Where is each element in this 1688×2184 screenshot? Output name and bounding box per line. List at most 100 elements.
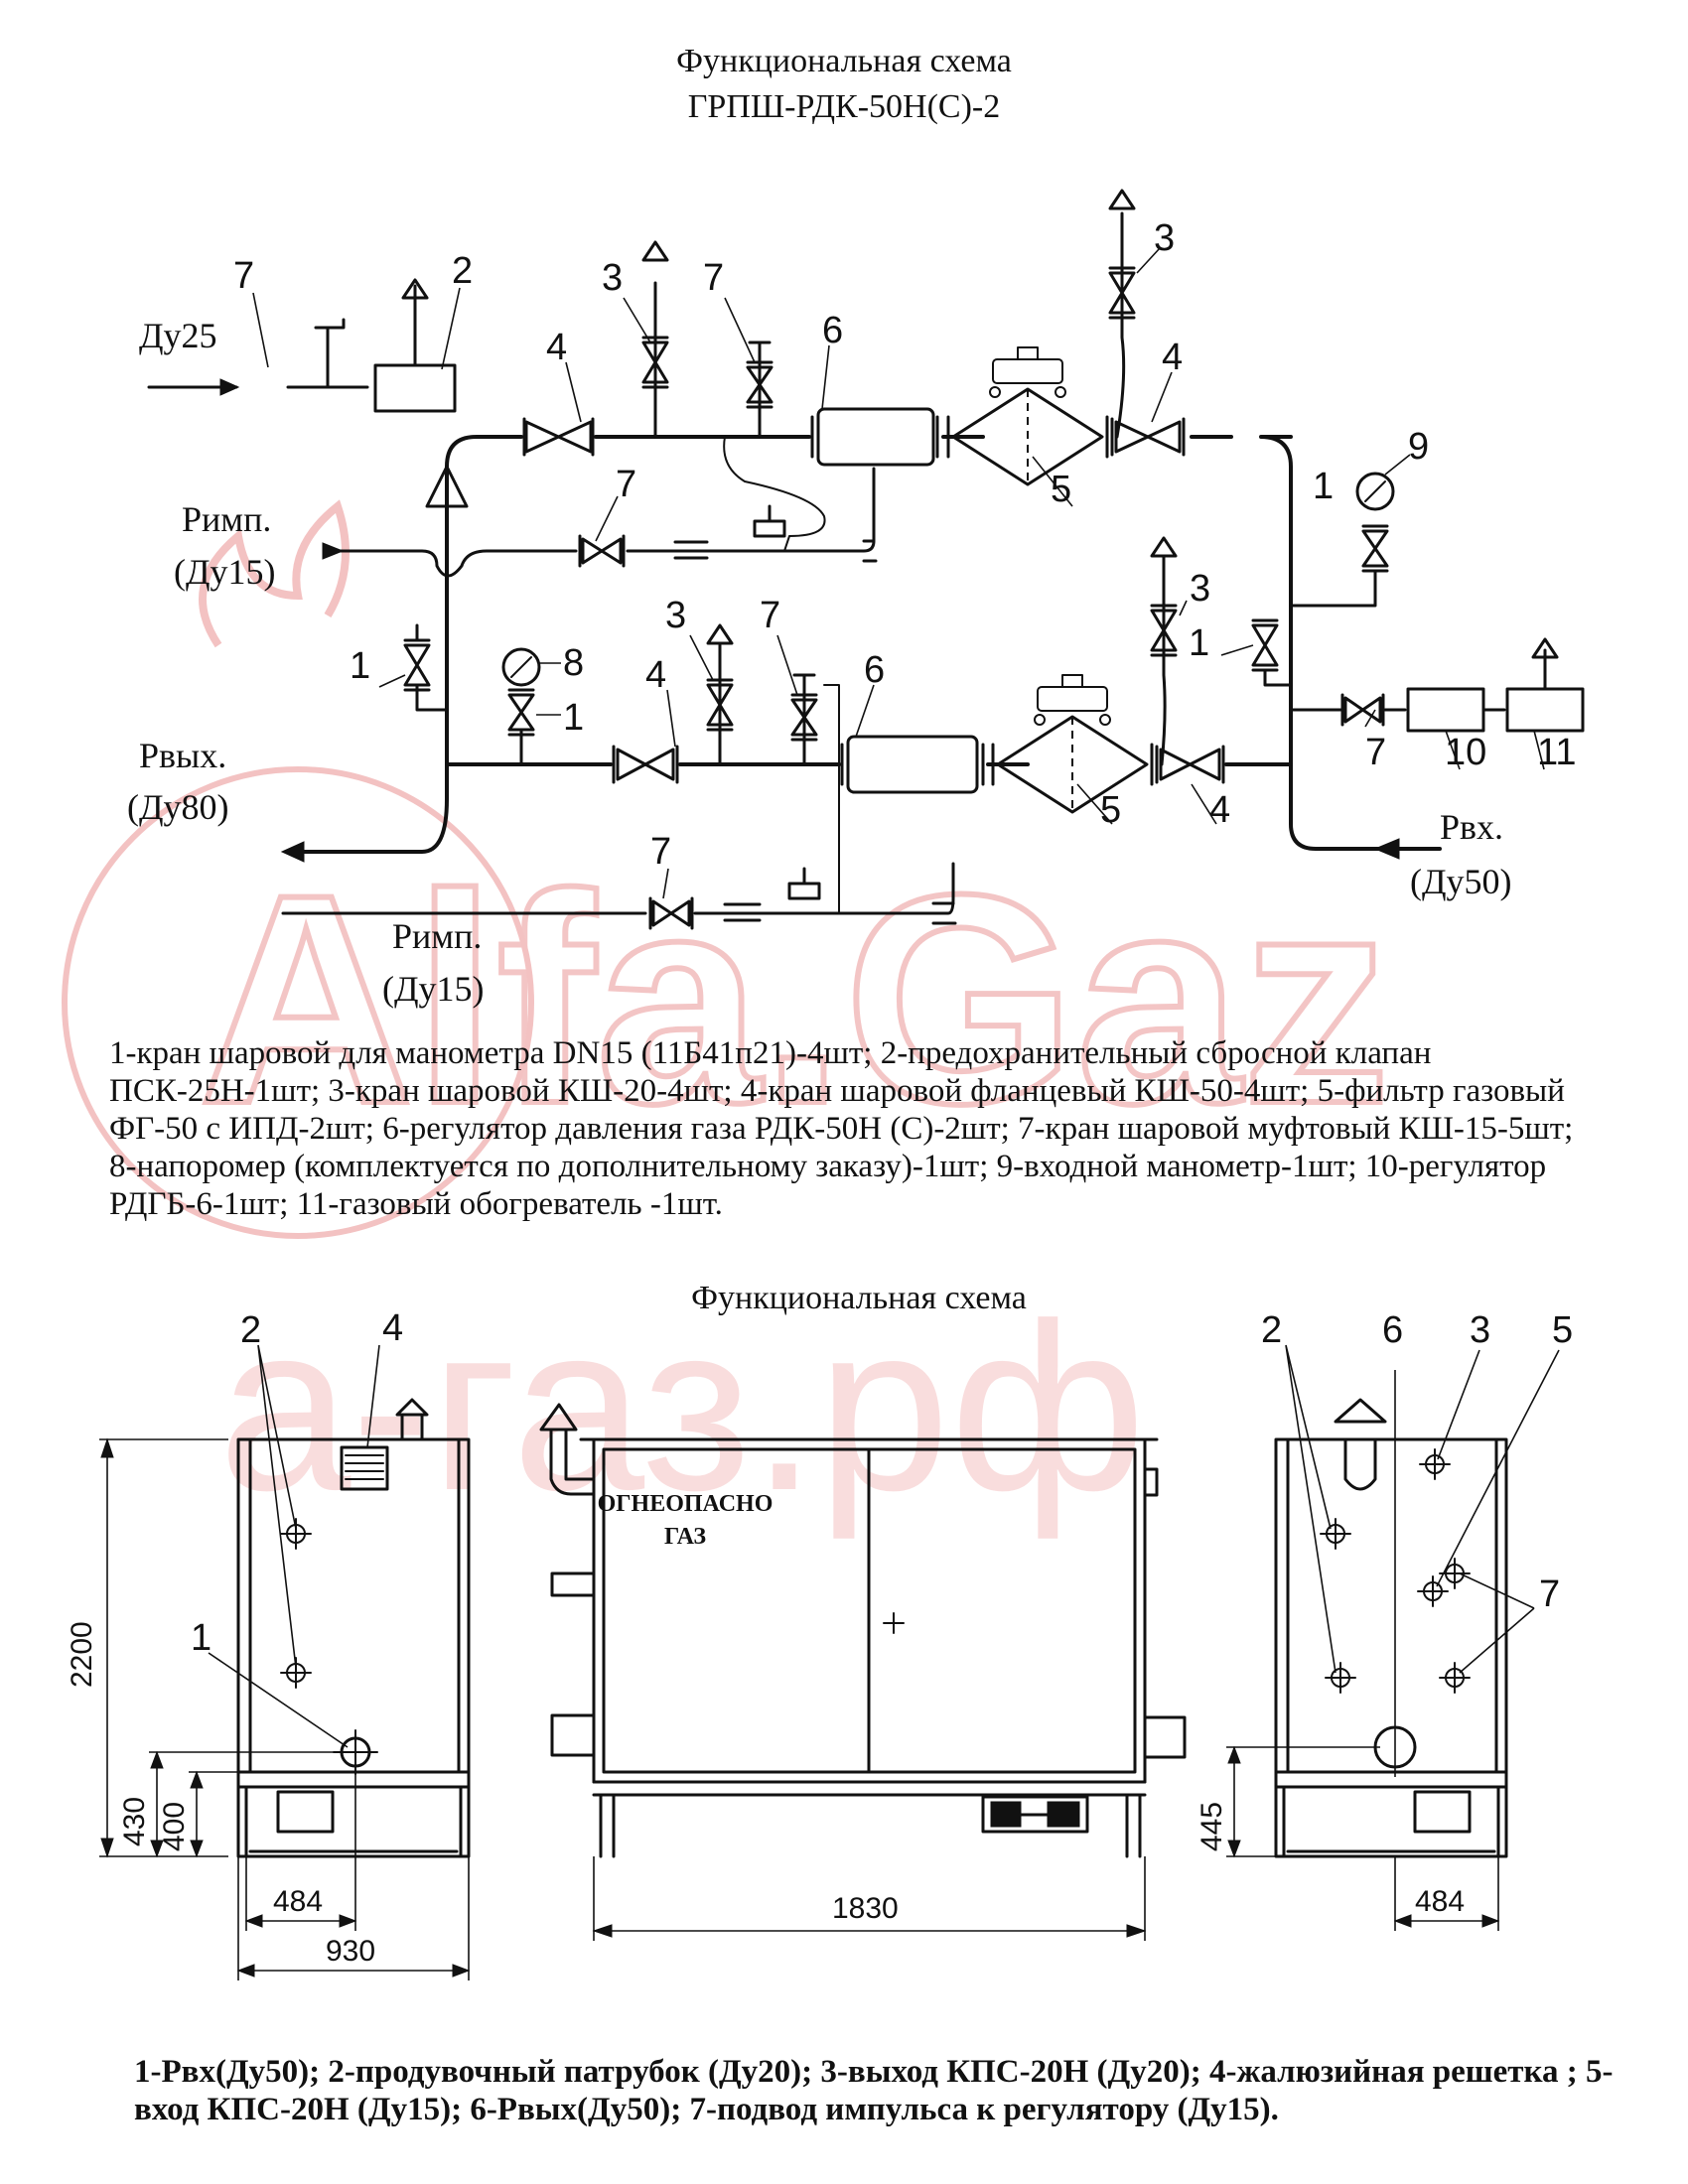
ball-valve-1-gauge8 xyxy=(507,688,535,737)
impulse-arrow-upper-icon xyxy=(322,542,345,560)
callout-7-impulse-upper: 7 xyxy=(616,464,636,505)
callout-7-lower: 7 xyxy=(760,595,780,636)
ball-valve-7-lower-impulse xyxy=(790,673,818,742)
label-pout-name: Рвых. xyxy=(139,736,226,775)
ball-valve-7-upper-impulse xyxy=(746,360,774,409)
filter-5-upper xyxy=(946,346,1109,486)
label-pimp-bottom-dn: (Ду15) xyxy=(382,969,485,1009)
impulse-sense-lower xyxy=(823,684,840,765)
dim-484-left: 484 xyxy=(273,1885,323,1918)
dim-930: 930 xyxy=(326,1935,375,1968)
callout-7-impulse-lower: 7 xyxy=(650,831,671,873)
ball-valve-3-lower-left xyxy=(706,678,734,732)
callout-4-upper-right: 4 xyxy=(1162,337,1183,378)
callout-4-upper: 4 xyxy=(546,327,567,368)
left-vent-cap-icon xyxy=(395,1398,429,1441)
callouts-diagram1: 7 2 4 3 7 6 5 4 3 7 9 1 1 8 1 4 3 7 6 5 … xyxy=(233,217,1576,899)
watermark-flame xyxy=(199,499,350,648)
callout-6-lower: 6 xyxy=(864,649,885,691)
callout-5-upper: 5 xyxy=(1051,469,1071,510)
dim-400: 400 xyxy=(158,1802,191,1851)
callout-1-right: 1 xyxy=(1189,622,1209,664)
functional-schematic-piping xyxy=(147,189,1585,930)
cabinet-front-view: ОГНЕОПАСНО ГАЗ 1830 xyxy=(539,1403,1187,1941)
left-cabinet-body xyxy=(236,1437,471,1858)
inlet-manometer-9-needle xyxy=(1364,480,1386,502)
ball-valve-7-impulse-upper xyxy=(578,534,626,568)
callout-10: 10 xyxy=(1445,732,1486,773)
cabinet-side-view-left: 2 4 1 2200 430 400 484 930 xyxy=(66,1307,471,1980)
callout-3-upper-left: 3 xyxy=(602,257,623,299)
ball-valve-4-upper-left xyxy=(522,417,595,457)
ball-valve-1-gauge9 xyxy=(1361,524,1389,573)
louver-grille-icon xyxy=(340,1445,389,1491)
callout-3-right: 3 xyxy=(1470,1309,1490,1351)
ball-valve-4-lower-right xyxy=(1155,745,1225,784)
vent-pipe-3-lower-right xyxy=(1160,554,1167,766)
filter-5-lower xyxy=(991,674,1154,814)
dim-430: 430 xyxy=(118,1797,151,1846)
right-regulator-box xyxy=(1413,1790,1472,1834)
callout-5-right: 5 xyxy=(1552,1309,1573,1351)
ball-valve-7-heater xyxy=(1340,693,1385,727)
callout-5-lower: 5 xyxy=(1100,789,1121,831)
orifice-lower xyxy=(723,902,762,922)
impulse-cap-end-lower xyxy=(931,901,957,925)
callout-4-lower-right: 4 xyxy=(1209,789,1230,831)
callout-8: 8 xyxy=(563,642,584,684)
callout-6-right: 6 xyxy=(1382,1309,1403,1351)
regulator-10-rdgb xyxy=(1406,687,1485,733)
sign-flammable: ОГНЕОПАСНО xyxy=(598,1491,774,1517)
impulse-line-lower xyxy=(281,862,955,915)
ball-valve-3-upper-right xyxy=(1108,266,1136,320)
diagram1-legend: 1-кран шаровой для манометра DN15 (11Б41… xyxy=(109,1035,1574,1222)
callout-7-psk: 7 xyxy=(233,255,254,297)
watermark-logo-text: Alfa.Gaz xyxy=(199,832,1390,1165)
callout-3-lower-left: 3 xyxy=(665,595,686,636)
diagram2-legend: 1-Рвх(Ду50); 2-продувочный патрубок (Ду2… xyxy=(134,2054,1614,2127)
regulator-6-lower xyxy=(840,735,985,794)
callout-6-upper: 6 xyxy=(822,310,843,351)
heater-flue-icon xyxy=(1531,637,1559,691)
dim-1830: 1830 xyxy=(832,1892,899,1925)
door-handle-icon xyxy=(883,1612,905,1634)
impulse-cap-end-upper xyxy=(862,539,878,563)
vent-pipe-3-upper-right xyxy=(1115,211,1126,439)
callout-4-left: 4 xyxy=(382,1307,403,1349)
dim-445: 445 xyxy=(1196,1802,1228,1851)
gauge-branch-left xyxy=(415,683,449,712)
vent-arrow-3-lower-left-icon xyxy=(706,623,734,645)
slam-shut-triangle-icon xyxy=(425,465,469,508)
dim-height-2200: 2200 xyxy=(66,1621,98,1688)
callout-2-left: 2 xyxy=(240,1309,261,1351)
label-pimp-top-dn: (Ду15) xyxy=(174,552,276,592)
sign-gas: ГАЗ xyxy=(664,1524,706,1550)
psk-test-fitting xyxy=(314,318,346,389)
callout-1-left: 1 xyxy=(350,645,370,687)
callout-1-gauge8: 1 xyxy=(563,697,584,739)
front-nozzle-top-right xyxy=(1143,1467,1159,1497)
regulator-6-upper xyxy=(810,407,939,467)
vent-arrow-3-lower-right-icon xyxy=(1150,536,1178,558)
ball-valve-1-right xyxy=(1251,618,1279,672)
ball-valve-4-upper-right xyxy=(1110,417,1186,457)
impulse-cap-upper xyxy=(748,341,772,357)
dim-484-right: 484 xyxy=(1415,1885,1465,1918)
front-nozzle-right xyxy=(1143,1715,1187,1759)
cabinet-side-view-right: 2 6 3 5 7 445 484 xyxy=(1196,1309,1573,1931)
watermark: Alfa.Gaz а-газ.рф xyxy=(62,499,1393,1540)
gas-heater-11 xyxy=(1505,687,1585,733)
draft-gauge-8-needle xyxy=(510,656,532,678)
callout-1-gauge9: 1 xyxy=(1313,466,1334,507)
callout-2: 2 xyxy=(452,250,473,292)
front-nozzle-lower xyxy=(550,1713,596,1757)
inlet-gauge-branch xyxy=(1289,569,1377,608)
vent-arrow-3-upper-right-icon xyxy=(1108,189,1136,210)
diagram2-title: Функциональная схема xyxy=(691,1280,1027,1316)
outlet-riser xyxy=(296,554,449,854)
front-vent-cap-icon xyxy=(539,1403,578,1432)
callout-3-lower-right: 3 xyxy=(1190,568,1210,610)
diagram1-title: Функциональная схема xyxy=(676,43,1012,79)
right-vent-cap-icon xyxy=(1334,1398,1387,1424)
